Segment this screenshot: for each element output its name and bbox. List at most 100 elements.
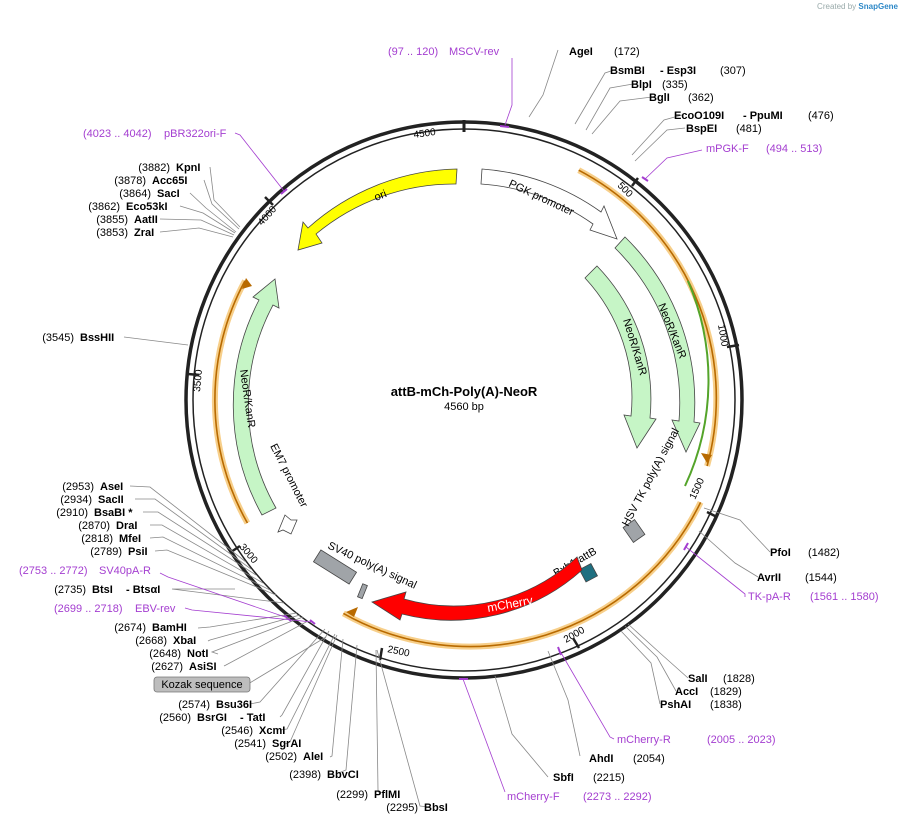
site-bsmbI: BsmBI [610, 65, 645, 77]
feature-em7-promoter: EM7 promoter [267, 442, 310, 535]
site-accI: AccI [675, 686, 698, 698]
site-bsu36I: Bsu36I [216, 699, 252, 711]
primer-mcherry-r: mCherry-R [617, 734, 671, 746]
kozak-leader [247, 636, 327, 685]
site-bsu36I-pos: (2574) [178, 699, 210, 711]
site-accI-pos: (1829) [710, 686, 742, 698]
site-kpnI: KpnI [176, 162, 200, 174]
site-bbsI-pos: (2295) [386, 802, 418, 814]
site-eco53kI: Eco53kI [126, 201, 168, 213]
primer-mpgk-f: mPGK-F [706, 143, 749, 155]
site-pshAI-pos: (1838) [710, 699, 742, 711]
kozak-badge: Kozak sequence [153, 676, 251, 693]
site-draI-pos: (2870) [78, 520, 110, 532]
site-psiI-pos: (2789) [90, 546, 122, 558]
site-ecoO109I-pos: (476) [808, 110, 834, 122]
site-bsrGI-pos: (2560) [159, 712, 191, 724]
site-asiSI-pos: (2627) [151, 661, 183, 673]
site-labels-right: AgeI (172) BsmBI - Esp3I (307) BlpI (335… [553, 46, 840, 784]
site-zraI-pos: (3853) [96, 227, 128, 239]
feature-neor-kanr-2: NeoR/KanR [584, 265, 657, 449]
site-zraI: ZraI [134, 227, 154, 239]
site-bamHI: BamHI [152, 622, 187, 634]
site-esp3I: - Esp3I [660, 65, 696, 77]
credit-text: Created by [817, 2, 857, 11]
site-sgrAI-pos: (2541) [234, 738, 266, 750]
site-aleI: AleI [303, 751, 323, 763]
site-bspEI: BspEI [686, 123, 717, 135]
site-pfoI-pos: (1482) [808, 547, 840, 559]
feature-label-mcherry: mCherry [486, 593, 534, 615]
snapgene-logo: SnapGene [858, 2, 898, 11]
plasmid-length: 4560 bp [444, 401, 484, 413]
site-aatII: AatII [134, 214, 158, 226]
primer-sv40pa-r: SV40pA-R [99, 565, 151, 577]
site-labels-left: (3882) KpnI (3878) Acc65I (3864) SacI (3… [42, 162, 448, 814]
site-bglI-pos: (362) [688, 92, 714, 104]
site-salI: SalI [688, 673, 708, 685]
primer-mscv-rev: MSCV-rev [449, 46, 500, 58]
primer-tk-pa-r-range: (1561 .. 1580) [810, 591, 879, 603]
feature-label-hsv-tk-polya: HSV TK poly(A) signal [620, 426, 682, 528]
site-psiI: PsiI [128, 546, 148, 558]
site-notI-pos: (2648) [149, 648, 181, 660]
primer-mcherry-f-range: (2273 .. 2292) [583, 791, 652, 803]
site-xcmI: XcmI [259, 725, 285, 737]
site-bsaBI: BsaBI * [94, 507, 133, 519]
feature-label-ori: ori [373, 188, 389, 204]
site-kpnI-pos: (3882) [138, 162, 170, 174]
site-ppuMI: - PpuMI [743, 110, 783, 122]
site-acc65I: Acc65I [152, 175, 187, 187]
site-mfeI: MfeI [119, 533, 141, 545]
site-bsaBI-pos: (2910) [56, 507, 88, 519]
site-salI-pos: (1828) [723, 673, 755, 685]
site-aatII-pos: (3855) [96, 214, 128, 226]
site-eco53kI-pos: (3862) [88, 201, 120, 213]
site-bsrGI: BsrGI [197, 712, 227, 724]
ruler-ticks [187, 177, 740, 661]
primer-pbr322ori-f-range: (4023 .. 4042) [83, 128, 152, 140]
site-bamHI-pos: (2674) [114, 622, 146, 634]
site-pflMI: PflMI [374, 789, 400, 801]
leader-lines [123, 49, 771, 808]
site-bsmbI-pos: (307) [720, 65, 746, 77]
site-blpI: BlpI [631, 79, 652, 91]
site-sbfI-pos: (2215) [593, 772, 625, 784]
primer-sv40pa-r-range: (2753 .. 2772) [19, 565, 88, 577]
site-sacI-pos: (3864) [119, 188, 151, 200]
site-aseI-pos: (2953) [62, 481, 94, 493]
primer-tk-pa-r: TK-pA-R [748, 591, 791, 603]
primer-mcherry-f: mCherry-F [507, 791, 560, 803]
site-ahdI: AhdI [589, 753, 613, 765]
site-bssHII: BssHII [80, 332, 114, 344]
site-aseI: AseI [100, 481, 123, 493]
site-ahdI-pos: (2054) [633, 753, 665, 765]
ruler-label-1000: 1000 [715, 324, 730, 348]
feature-ori: ori [297, 168, 458, 251]
ruler-label-4000: 4000 [256, 204, 279, 228]
site-sbfI: SbfI [553, 772, 574, 784]
site-blpI-pos: (335) [662, 79, 688, 91]
site-sacI: SacI [157, 188, 180, 200]
site-btsI-pos: (2735) [54, 584, 86, 596]
ruler-label-2500: 2500 [386, 644, 410, 659]
site-acc65I-pos: (3878) [114, 175, 146, 187]
site-ageI: AgeI [569, 46, 593, 58]
site-ageI-pos: (172) [614, 46, 640, 58]
ruler-label-4500: 4500 [413, 127, 437, 141]
site-bssHII-pos: (3545) [42, 332, 74, 344]
site-sacII: SacII [98, 494, 124, 506]
primer-mscv-rev-range: (97 .. 120) [388, 46, 438, 58]
ruler-label-3500: 3500 [192, 369, 205, 393]
feature-mcherry: mCherry [371, 556, 583, 621]
site-sacII-pos: (2934) [60, 494, 92, 506]
site-bbvCI: BbvCI [327, 769, 359, 781]
primer-labels: (97 .. 120) MSCV-rev mPGK-F (494 .. 513)… [19, 46, 879, 803]
orf-arcs [211, 167, 720, 650]
site-pshAI: PshAI [660, 699, 691, 711]
kozak-label: Kozak sequence [161, 679, 242, 691]
site-avrII: AvrII [757, 572, 781, 584]
site-ecoO109I: EcoO109I [674, 110, 724, 122]
site-bspEI-pos: (481) [736, 123, 762, 135]
